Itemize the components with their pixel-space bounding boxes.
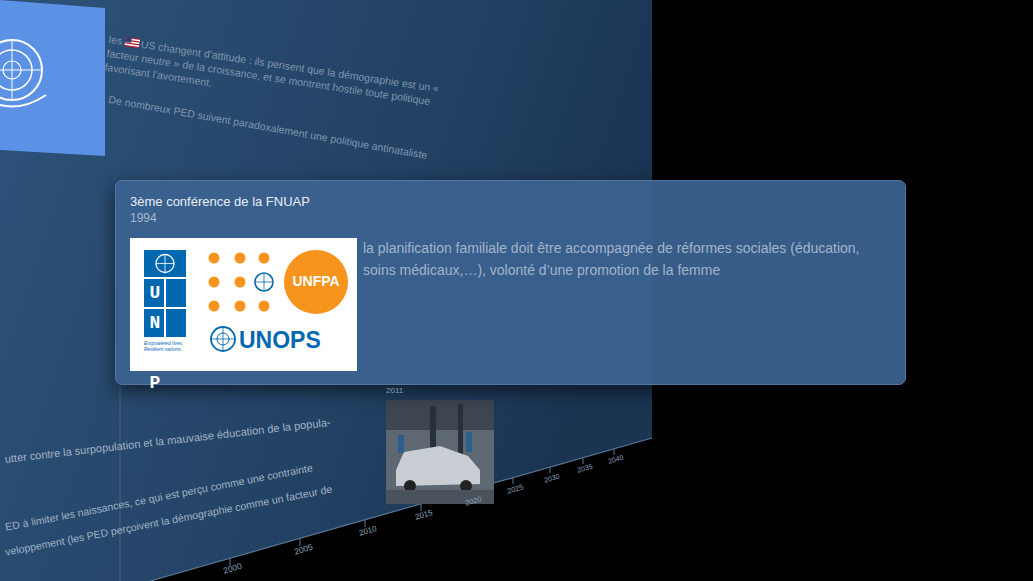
factory-photo xyxy=(386,400,494,504)
logo-word: UNFPA xyxy=(284,273,348,291)
event-text: les xyxy=(108,33,123,47)
logo-word: UNOPS xyxy=(239,326,349,355)
card-title: 3ème conférence de la FNUAP xyxy=(130,194,630,210)
event-date: 2011 xyxy=(386,386,446,396)
card-body: la planification familiale doit être acc… xyxy=(363,237,888,282)
logo-letters: UNDP xyxy=(144,278,190,398)
card-date: 1994 xyxy=(130,211,250,226)
logo-tagline: Empowered lives. Resilient nations. xyxy=(144,340,196,352)
logo-panel: UNDPEmpowered lives. Resilient nations.U… xyxy=(130,238,357,371)
timeline-marker xyxy=(120,386,121,581)
event-thumbnail: 2011 xyxy=(385,385,497,505)
flag-icon xyxy=(124,36,140,48)
un-flag xyxy=(0,0,105,156)
event-card: 3ème conférence de la FNUAP1994 la planif… xyxy=(115,180,906,385)
